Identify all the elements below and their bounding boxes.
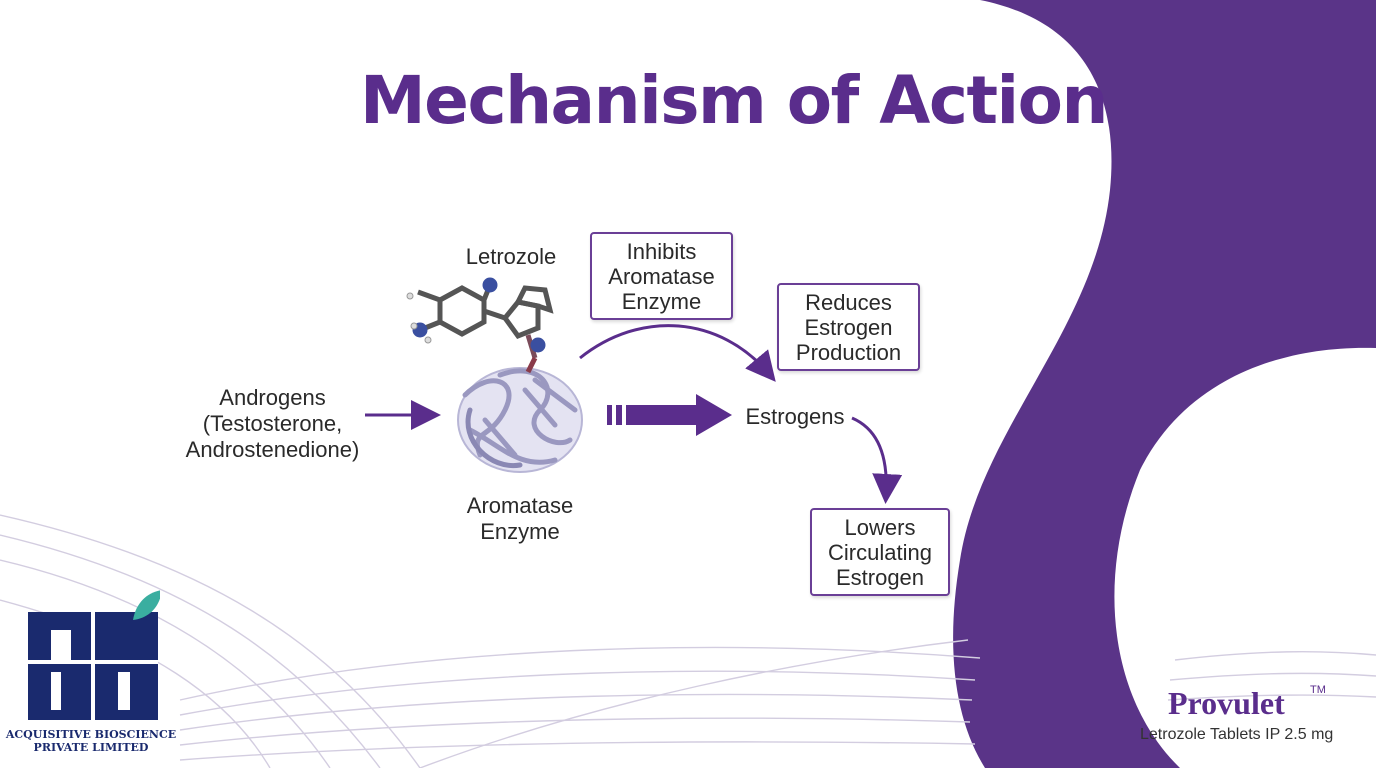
product-description: Letrozole Tablets IP 2.5 mg [1140,726,1334,743]
brand-name: Provulet [1168,685,1285,721]
aromatase-enzyme-icon [457,367,583,473]
lowers-line3: Estrogen [835,564,925,590]
letrozole-label: Letrozole [465,244,557,269]
aromatase-label-line2: Enzyme [480,519,560,544]
inhibits-line2: Aromatase [608,263,715,289]
androgens-label-line1: Androgens [219,385,326,410]
androgens-label: Androgens (Testosterone, Androstenedione… [170,385,375,463]
enzyme-to-estrogens-arrow [607,394,732,436]
company-name-line2: PRIVATE LIMITED [33,741,149,754]
estrogens-label: Estrogens [745,404,845,429]
androgens-label-line3: Androstenedione) [185,437,360,462]
trademark-symbol: TM [1310,684,1326,696]
reduces-line2: Estrogen [804,314,893,340]
reduces-estrogen-box: Reduces Estrogen Production [777,283,920,371]
aromatase-label: Aromatase Enzyme [445,493,595,545]
lowers-line2: Circulating [828,539,932,565]
company-name: ACQUISITIVE BIOSCIENCE PRIVATE LIMITED [0,728,182,754]
reduces-line3: Production [795,339,902,365]
lowers-line1: Lowers [844,514,916,540]
company-name-line1: ACQUISITIVE BIOSCIENCE [5,728,177,741]
lowers-estrogen-box: Lowers Circulating Estrogen [810,508,950,596]
inhibits-line3: Enzyme [621,288,702,314]
aromatase-label-line1: Aromatase [466,493,574,518]
reduces-line1: Reduces [805,289,892,315]
estrogens-to-lowers-arrow [851,416,903,504]
inhibits-curve-arrow [579,324,776,382]
inhibits-line1: Inhibits [626,238,697,264]
wave-lines [0,514,1376,768]
letrozole-molecule-icon [406,277,554,374]
purple-swoosh [953,0,1376,768]
page-title: Mechanism of Action [360,62,1108,139]
company-logo [28,590,160,720]
androgens-label-line2: (Testosterone, [202,411,343,436]
inhibits-aromatase-box: Inhibits Aromatase Enzyme [590,232,733,320]
